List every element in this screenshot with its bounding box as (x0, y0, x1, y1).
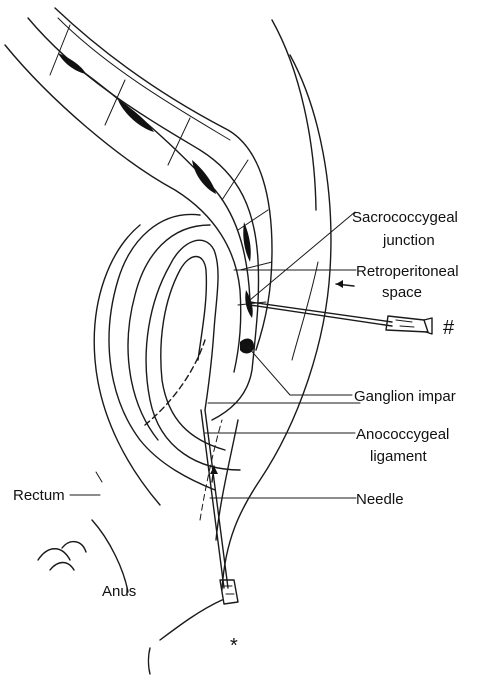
label-retroperitoneal-2: space (382, 284, 422, 301)
symbol-asterisk: * (230, 635, 238, 657)
symbol-hash: # (443, 317, 455, 339)
label-retroperitoneal-1: Retroperitoneal (356, 263, 459, 280)
anus-folds (38, 520, 128, 592)
rectum-outline (94, 214, 240, 505)
label-anococcygeal-2: ligament (370, 448, 428, 465)
sympathetic-chain (58, 53, 253, 318)
vertebral-segments (50, 25, 272, 305)
label-ganglion-impar: Ganglion impar (354, 388, 456, 405)
label-sacrococcygeal-2: junction (382, 232, 435, 249)
label-rectum: Rectum (13, 487, 65, 504)
sacrum-outline (5, 8, 272, 420)
posterior-contour (149, 20, 331, 674)
label-needle: Needle (356, 491, 404, 508)
label-anus: Anus (102, 583, 136, 600)
label-sacrococcygeal-1: Sacrococcygeal (352, 209, 458, 226)
label-anococcygeal-1: Anococcygeal (356, 426, 449, 443)
sacrococcygeal-line (250, 212, 355, 300)
needle-inferior (201, 410, 238, 604)
